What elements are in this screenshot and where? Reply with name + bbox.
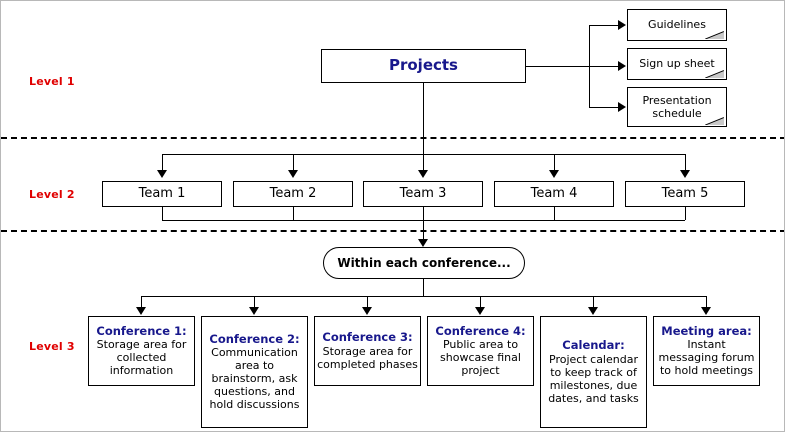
connector-drop-meeting-area bbox=[706, 296, 707, 308]
arrow-to-team-2-icon bbox=[288, 170, 298, 178]
connector-drop-team-1 bbox=[162, 154, 163, 170]
connector-gateway-down bbox=[423, 279, 424, 296]
connector-drop-calendar bbox=[593, 296, 594, 308]
conference-node-1[interactable]: Conference 1: Storage area for collected… bbox=[88, 316, 195, 386]
arrow-to-calendar-icon bbox=[588, 307, 598, 315]
arrow-to-team-3-icon bbox=[418, 170, 428, 178]
document-label-sign-up-sheet: Sign up sheet bbox=[639, 57, 715, 71]
conference-heading-3: Conference 3: bbox=[322, 330, 413, 345]
team-node-4[interactable]: Team 4 bbox=[494, 181, 614, 207]
conference-node-3[interactable]: Conference 3: Storage area for completed… bbox=[314, 316, 421, 386]
arrow-to-conference-3-icon bbox=[362, 307, 372, 315]
connector-to-guidelines bbox=[589, 25, 619, 26]
conference-gateway-node[interactable]: Within each conference... bbox=[323, 247, 525, 279]
arrow-to-team-5-icon bbox=[680, 170, 690, 178]
conference-body-2: Communication area to brainstorm, ask qu… bbox=[209, 346, 300, 412]
team-label-2: Team 2 bbox=[269, 186, 317, 202]
team-label-4: Team 4 bbox=[530, 186, 578, 202]
team-node-3[interactable]: Team 3 bbox=[363, 181, 483, 207]
divider-level1-level2 bbox=[1, 137, 784, 139]
arrow-to-gateway-icon bbox=[418, 239, 428, 247]
arrow-to-team-1-icon bbox=[157, 170, 167, 178]
meeting-area-heading: Meeting area: bbox=[661, 323, 752, 338]
page-fold-icon bbox=[704, 69, 724, 78]
meeting-area-node[interactable]: Meeting area: Instant messaging forum to… bbox=[653, 316, 760, 386]
projects-label: Projects bbox=[388, 56, 458, 75]
arrow-to-meeting-area-icon bbox=[701, 307, 711, 315]
connector-drop-conference-1 bbox=[141, 296, 142, 308]
conference-body-4: Public area to showcase final project bbox=[440, 338, 521, 378]
connector-to-sign-up-sheet bbox=[589, 66, 619, 67]
projects-node[interactable]: Projects bbox=[321, 49, 526, 83]
arrow-to-conference-4-icon bbox=[475, 307, 485, 315]
arrow-to-team-4-icon bbox=[549, 170, 559, 178]
connector-to-presentation-schedule bbox=[589, 107, 619, 108]
team-label-1: Team 1 bbox=[138, 186, 186, 202]
connector-up-team-4 bbox=[554, 207, 555, 220]
arrow-to-conference-2-icon bbox=[249, 307, 259, 315]
connector-drop-team-4 bbox=[554, 154, 555, 170]
conference-gateway-label: Within each conference... bbox=[337, 255, 511, 270]
document-node-guidelines[interactable]: Guidelines bbox=[627, 9, 727, 41]
conference-heading-1: Conference 1: bbox=[96, 323, 187, 338]
level-label-2: Level 2 bbox=[29, 188, 75, 201]
document-node-presentation-schedule[interactable]: Presentation schedule bbox=[627, 87, 727, 127]
meeting-area-body: Instant messaging forum to hold meetings bbox=[658, 338, 755, 378]
document-node-sign-up-sheet[interactable]: Sign up sheet bbox=[627, 48, 727, 80]
conference-node-4[interactable]: Conference 4: Public area to showcase fi… bbox=[427, 316, 534, 386]
page-fold-icon bbox=[704, 30, 724, 39]
connector-drop-team-5 bbox=[685, 154, 686, 170]
document-label-presentation-schedule: Presentation schedule bbox=[642, 93, 712, 120]
conference-heading-2: Conference 2: bbox=[209, 331, 300, 346]
team-node-5[interactable]: Team 5 bbox=[625, 181, 745, 207]
conference-heading-4: Conference 4: bbox=[435, 323, 526, 338]
connector-projects-to-docs-stub bbox=[526, 66, 590, 67]
connector-up-team-5 bbox=[685, 207, 686, 220]
connector-drop-team-2 bbox=[293, 154, 294, 170]
conference-body-1: Storage area for collected information bbox=[96, 338, 187, 378]
team-label-5: Team 5 bbox=[661, 186, 709, 202]
arrow-to-guidelines-icon bbox=[618, 20, 626, 30]
level-label-1: Level 1 bbox=[29, 75, 75, 88]
connector-drop-conference-2 bbox=[254, 296, 255, 308]
level-label-3: Level 3 bbox=[29, 340, 75, 353]
divider-level2-level3 bbox=[1, 230, 784, 232]
team-label-3: Team 3 bbox=[399, 186, 447, 202]
conference-body-3: Storage area for completed phases bbox=[317, 344, 418, 371]
calendar-body: Project calendar to keep track of milest… bbox=[548, 352, 639, 405]
connector-drop-conference-3 bbox=[367, 296, 368, 308]
connector-projects-down bbox=[423, 83, 424, 154]
team-node-1[interactable]: Team 1 bbox=[102, 181, 222, 207]
arrow-to-presentation-schedule-icon bbox=[618, 102, 626, 112]
connector-collector-to-gateway bbox=[423, 207, 424, 239]
connector-level3-bus bbox=[141, 296, 706, 297]
calendar-node[interactable]: Calendar: Project calendar to keep track… bbox=[540, 316, 647, 428]
conference-node-2[interactable]: Conference 2: Communication area to brai… bbox=[201, 316, 308, 428]
team-node-2[interactable]: Team 2 bbox=[233, 181, 353, 207]
calendar-heading: Calendar: bbox=[562, 338, 625, 353]
connector-drop-team-3 bbox=[423, 154, 424, 170]
page-fold-icon bbox=[704, 116, 724, 125]
arrow-to-conference-1-icon bbox=[136, 307, 146, 315]
arrow-to-sign-up-sheet-icon bbox=[618, 61, 626, 71]
connector-drop-conference-4 bbox=[480, 296, 481, 308]
connector-up-team-2 bbox=[293, 207, 294, 220]
connector-up-team-1 bbox=[162, 207, 163, 220]
document-label-guidelines: Guidelines bbox=[648, 18, 706, 32]
